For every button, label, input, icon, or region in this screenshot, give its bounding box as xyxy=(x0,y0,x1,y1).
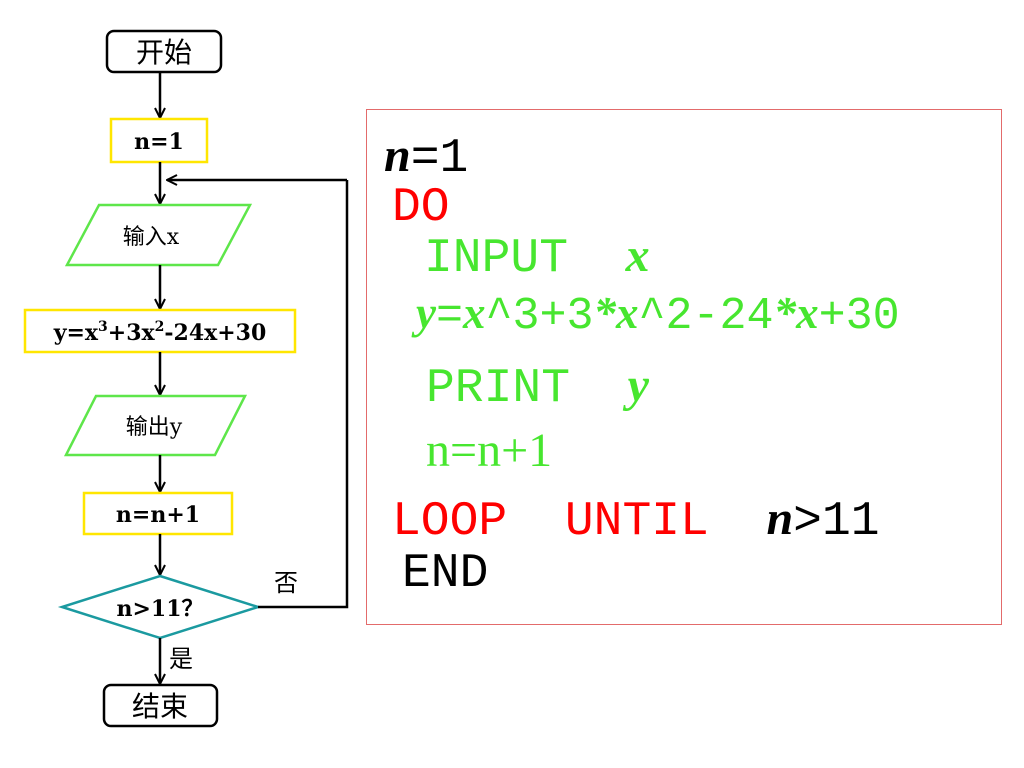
code-box: n=1 DO INPUT x y=x^3+3*x^2-24*x+30 PRINT… xyxy=(366,109,1002,625)
formula-process-box: y=x3+3x2-24x+30 xyxy=(23,308,297,354)
code-line-input: INPUT x xyxy=(424,229,650,286)
code-line-print: PRINT y xyxy=(426,359,649,416)
end-terminal: 结束 xyxy=(102,683,219,728)
yes-label: 是 xyxy=(169,645,193,673)
code-assign-x2: x xyxy=(616,288,639,338)
increment-process-box: n=n+1 xyxy=(82,491,234,536)
code-line-do: DO xyxy=(392,181,450,235)
code-assign-x3: x xyxy=(796,288,819,338)
output-parallelogram: 输出y xyxy=(63,394,248,457)
code-init-rest: =1 xyxy=(410,132,469,186)
code-line-end: END xyxy=(402,547,489,601)
start-terminal: 开始 xyxy=(105,29,223,74)
code-line-assign: y=x^3+3*x^2-24*x+30 xyxy=(416,287,900,343)
formula-label: y=x3+3x2-24x+30 xyxy=(53,319,267,346)
output-label: 输出y xyxy=(126,415,183,440)
increment-label: n=n+1 xyxy=(116,502,200,528)
code-loop-var: n xyxy=(766,492,794,545)
code-print-var: y xyxy=(627,359,649,412)
code-assign-part1: ^3+3 xyxy=(485,291,594,342)
code-input-var: x xyxy=(625,229,650,282)
code-loop-rest: >11 xyxy=(793,495,880,549)
code-assign-y: y xyxy=(416,288,436,338)
code-assign-x1: x xyxy=(463,288,486,338)
code-input-keyword: INPUT xyxy=(424,232,626,286)
condition-label: n>11？ xyxy=(116,596,203,622)
code-print-keyword: PRINT xyxy=(426,362,628,416)
code-assign-star2: * xyxy=(773,288,797,338)
end-label: 结束 xyxy=(132,690,188,723)
no-label: 否 xyxy=(274,569,298,597)
code-assign-part3: +30 xyxy=(818,291,900,342)
input-label: 输入x xyxy=(123,225,180,250)
init-label: n=1 xyxy=(134,129,184,155)
code-line-loop: LOOP UNTIL n>11 xyxy=(392,492,880,549)
input-parallelogram: 输入x xyxy=(64,203,253,267)
code-init-var: n xyxy=(384,129,411,182)
code-line-increment: n=n+1 xyxy=(426,424,553,477)
code-loop-keyword: LOOP UNTIL xyxy=(392,495,767,549)
code-assign-star1: * xyxy=(593,288,617,338)
start-label: 开始 xyxy=(136,36,192,69)
init-process-box: n=1 xyxy=(109,117,209,164)
decision-diamond: n>11？ xyxy=(57,574,263,640)
code-assign-part2: ^2-24 xyxy=(638,291,774,342)
code-line-init: n=1 xyxy=(384,129,469,186)
code-assign-eq: = xyxy=(435,291,463,342)
no-branch-loop-line xyxy=(258,180,349,609)
